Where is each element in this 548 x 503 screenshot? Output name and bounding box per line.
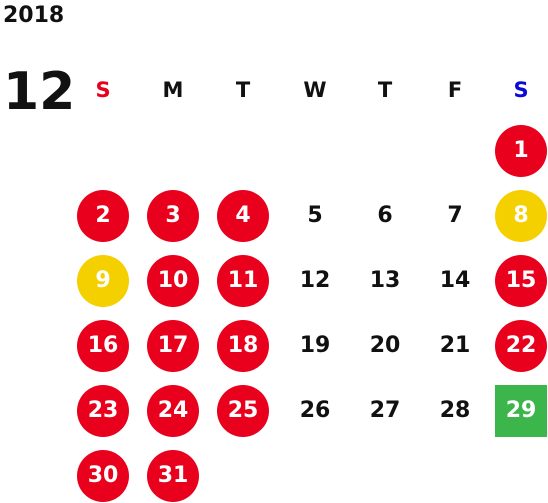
calendar-month: 12 [3, 62, 76, 122]
calendar-day-11[interactable]: 11 [217, 255, 269, 307]
calendar-day-18[interactable]: 18 [217, 320, 269, 372]
calendar-day-19[interactable]: 19 [299, 333, 331, 358]
calendar-day-2[interactable]: 2 [77, 190, 129, 242]
weekday-header-fri: F [447, 78, 463, 102]
calendar-day-13[interactable]: 13 [369, 268, 401, 293]
calendar-day-24[interactable]: 24 [147, 385, 199, 437]
calendar-day-7[interactable]: 7 [447, 203, 463, 228]
calendar-day-5[interactable]: 5 [307, 203, 323, 228]
weekday-header-thu: T [377, 78, 393, 102]
calendar-day-31[interactable]: 31 [147, 450, 199, 502]
calendar-day-26[interactable]: 26 [299, 398, 331, 423]
calendar-day-8[interactable]: 8 [495, 190, 547, 242]
calendar-day-25[interactable]: 25 [217, 385, 269, 437]
calendar-day-27[interactable]: 27 [369, 398, 401, 423]
calendar-day-9[interactable]: 9 [77, 255, 129, 307]
calendar-day-14[interactable]: 14 [439, 268, 471, 293]
weekday-header-wed: W [303, 78, 327, 102]
calendar-day-6[interactable]: 6 [377, 203, 393, 228]
weekday-header-sun: S [95, 78, 111, 102]
weekday-header-tue: T [235, 78, 251, 102]
calendar-day-4[interactable]: 4 [217, 190, 269, 242]
calendar-day-21[interactable]: 21 [439, 333, 471, 358]
calendar-day-12[interactable]: 12 [299, 268, 331, 293]
calendar-day-17[interactable]: 17 [147, 320, 199, 372]
weekday-header-mon: M [162, 78, 184, 102]
calendar-day-1[interactable]: 1 [495, 125, 547, 177]
calendar-day-23[interactable]: 23 [77, 385, 129, 437]
calendar-day-22[interactable]: 22 [495, 320, 547, 372]
calendar-day-3[interactable]: 3 [147, 190, 199, 242]
calendar-day-29[interactable]: 29 [495, 385, 547, 437]
calendar-year: 2018 [3, 3, 65, 28]
calendar-day-30[interactable]: 30 [77, 450, 129, 502]
calendar-day-15[interactable]: 15 [495, 255, 547, 307]
calendar-day-28[interactable]: 28 [439, 398, 471, 423]
calendar-day-20[interactable]: 20 [369, 333, 401, 358]
calendar-day-10[interactable]: 10 [147, 255, 199, 307]
weekday-header-sat: S [513, 78, 529, 102]
calendar-day-16[interactable]: 16 [77, 320, 129, 372]
